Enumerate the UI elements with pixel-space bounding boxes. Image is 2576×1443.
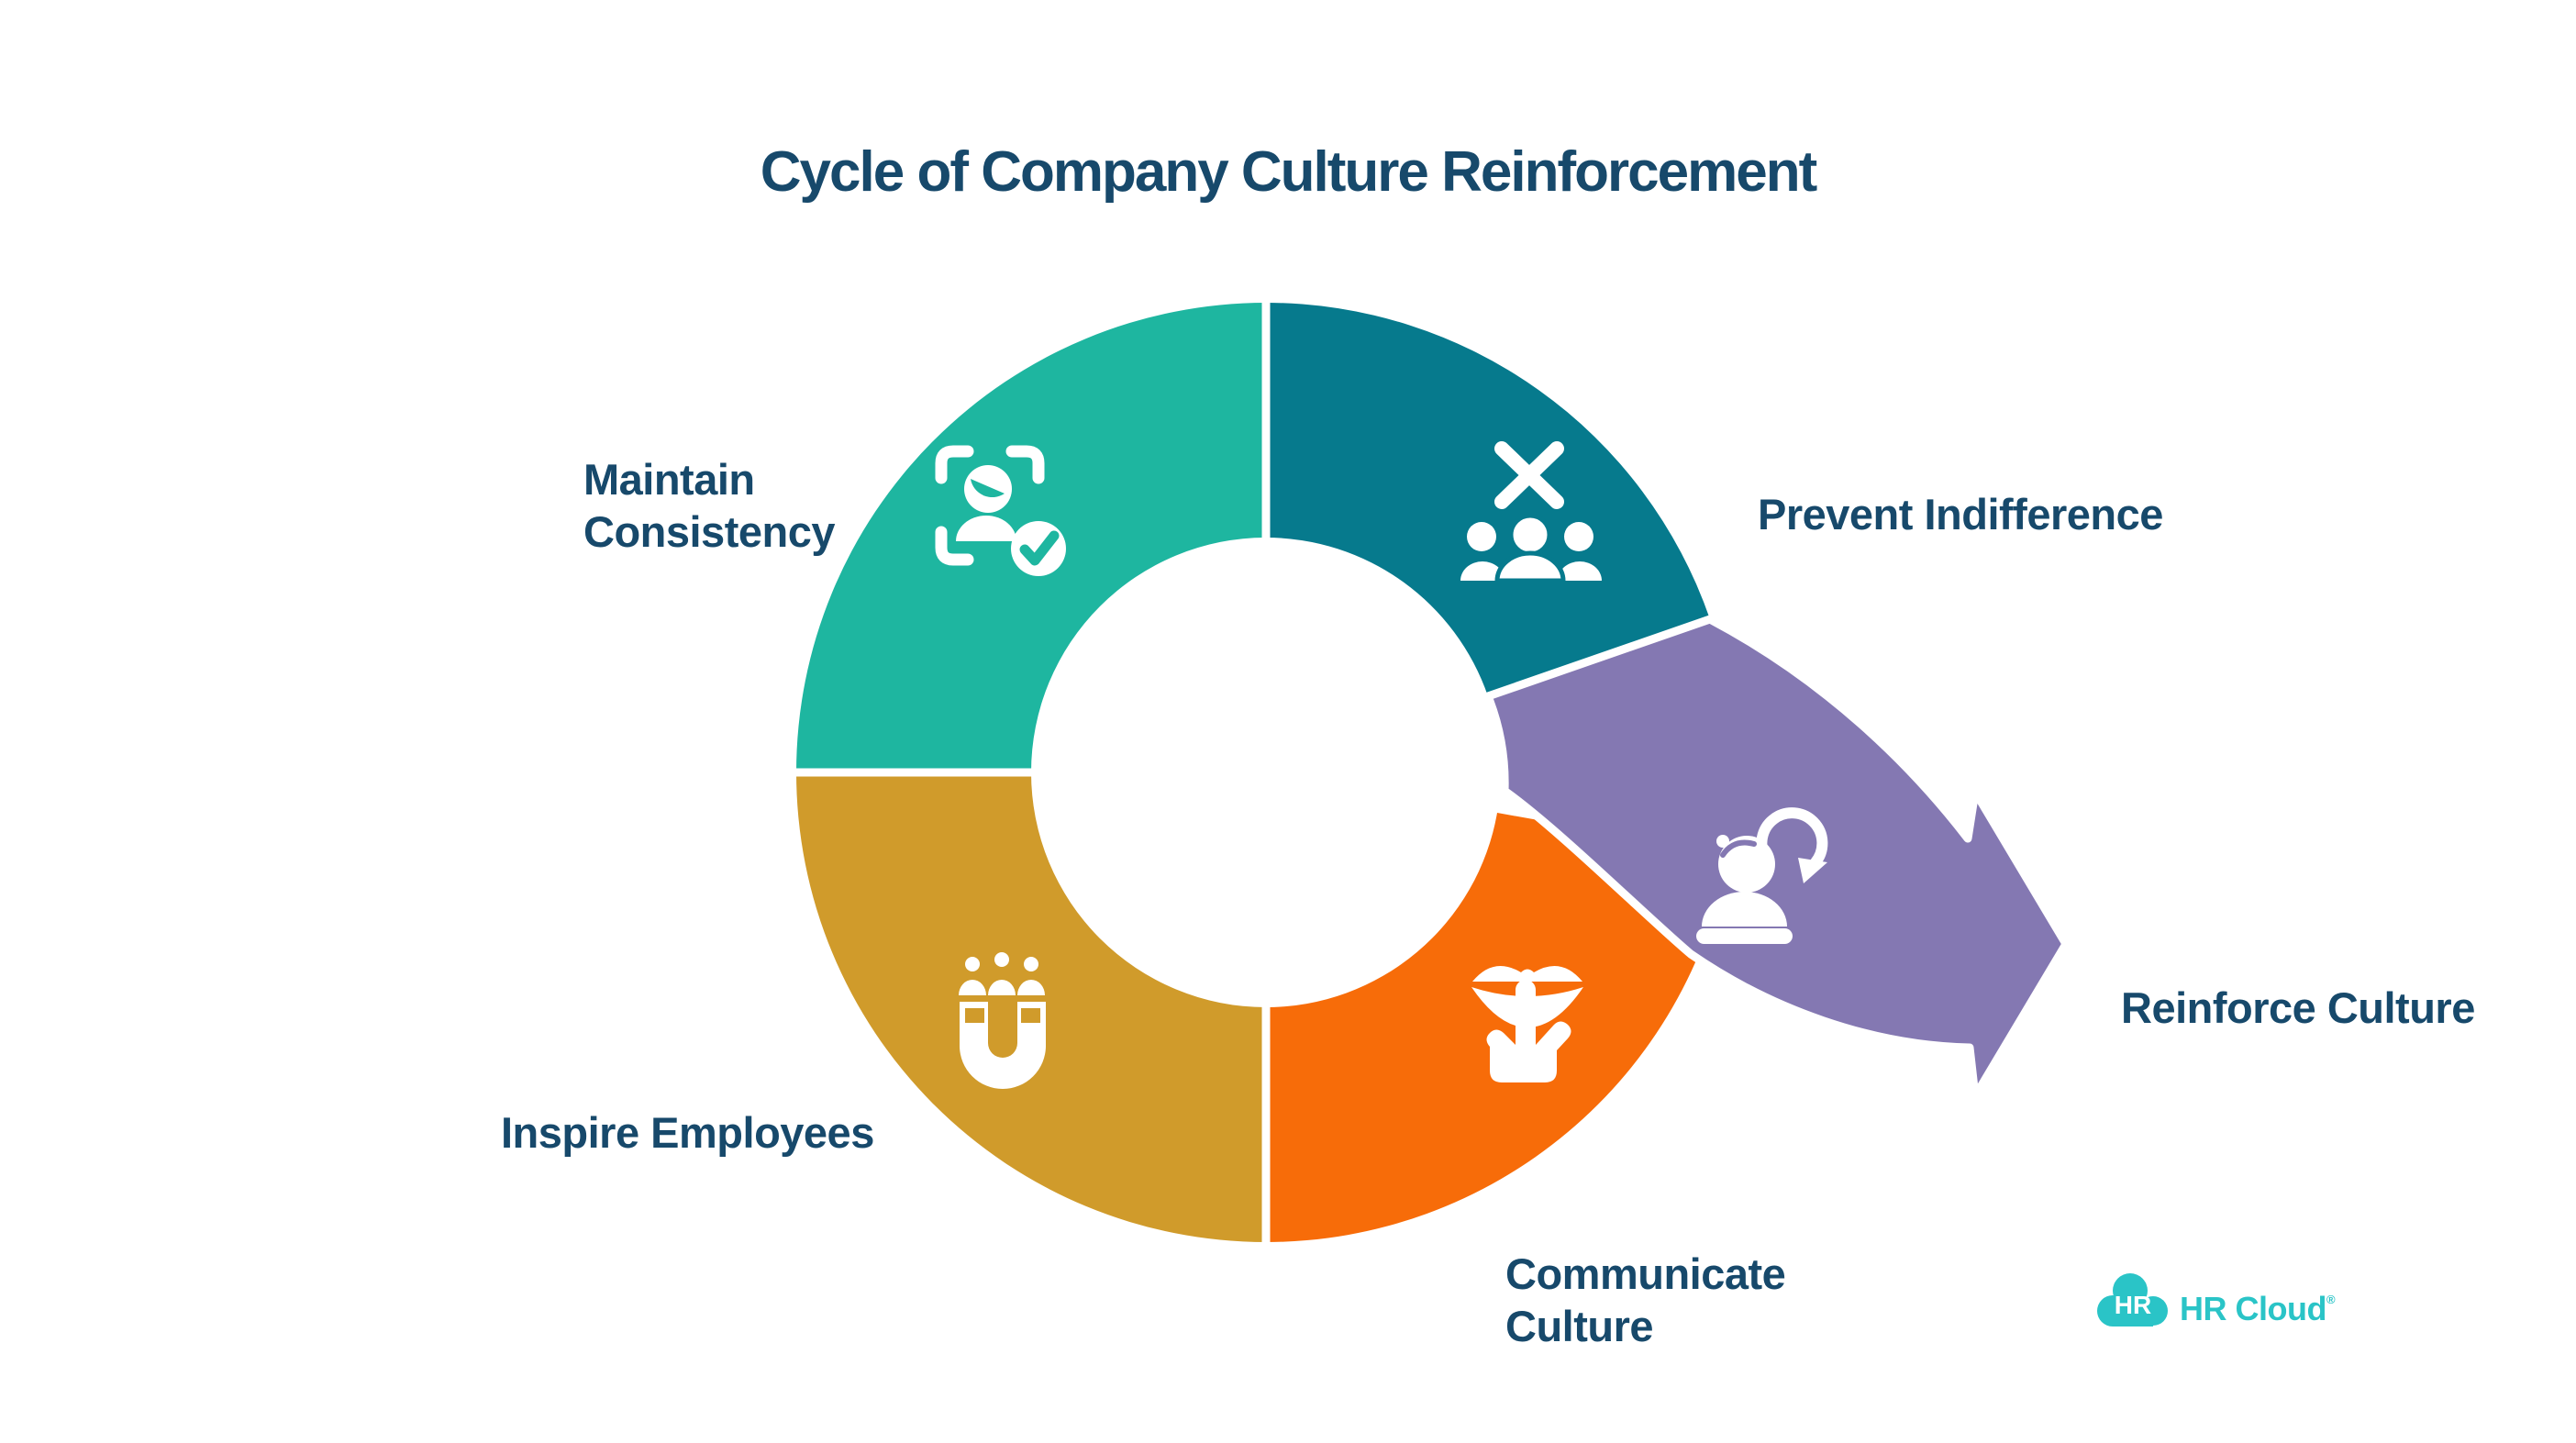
segment-communicate-culture [1266, 813, 1728, 1242]
attract-bump-2 [988, 980, 1016, 995]
logo-badge-text: HR [2115, 1291, 2151, 1319]
person-hair-line [1720, 839, 1757, 858]
label-line: Prevent Indifference [1758, 490, 2163, 538]
group-head-center [1508, 513, 1552, 557]
renew-arrowhead [1798, 858, 1827, 883]
label-line: Maintain [583, 455, 755, 504]
segment-prevent-indifference [1266, 302, 1710, 696]
person-face-slice [971, 479, 1005, 498]
registered-mark: ® [2326, 1293, 2336, 1306]
person-bun [1716, 835, 1729, 848]
reject-group-icon [1460, 441, 1602, 583]
x-mark [1494, 441, 1564, 509]
cloud-lobe-top [2113, 1273, 2148, 1308]
label-maintain-consistency: Maintain Consistency [583, 453, 835, 558]
hr-cloud-wordmark: HR Cloud® [2180, 1290, 2336, 1328]
label-communicate-culture: Communicate Culture [1505, 1248, 1786, 1352]
group-head-left [1467, 522, 1496, 551]
mouth-gesture-icon [1471, 965, 1583, 1082]
person-shoulders-2 [1701, 892, 1787, 927]
attract-bump-1 [959, 980, 986, 995]
label-line: Inspire Employees [501, 1108, 874, 1157]
person-scan-check-icon [935, 445, 1066, 576]
label-line: Culture [1505, 1302, 1654, 1350]
magnet-attract-people-icon [959, 952, 1046, 1089]
label-prevent-indifference: Prevent Indifference [1758, 488, 2163, 540]
magnet-pole-left [965, 1008, 984, 1023]
scan-frame-corners [935, 445, 1045, 566]
attract-bump-3 [1017, 980, 1045, 995]
upper-lip [1472, 965, 1582, 982]
label-inspire-employees: Inspire Employees [501, 1106, 874, 1159]
hr-cloud-name: HR Cloud [2180, 1290, 2326, 1327]
label-line: Communicate [1505, 1249, 1786, 1298]
group-head-right [1564, 522, 1593, 551]
segment-gaps [793, 299, 1271, 1246]
hand [1486, 1021, 1571, 1082]
attract-dot-3 [1024, 957, 1038, 971]
magnet-slot [988, 1002, 1017, 1058]
label-line: Consistency [583, 507, 835, 556]
person-renew-icon [1696, 807, 1828, 944]
attract-dot-2 [994, 952, 1009, 967]
group-body-left [1460, 561, 1505, 581]
magnet-pole-right [1021, 1008, 1040, 1023]
attract-dot-1 [965, 957, 980, 971]
reinforce-arrow [1483, 615, 2071, 1101]
finger [1516, 980, 1536, 1058]
group-body-right [1558, 561, 1602, 581]
person-shoulders [956, 516, 1016, 541]
person-head-2 [1718, 836, 1775, 893]
hr-cloud-logo-badge: HR [2097, 1273, 2168, 1326]
page-title: Cycle of Company Culture Reinforcement [760, 140, 1817, 204]
person-base-bar [1696, 928, 1793, 944]
group-body-center [1494, 550, 1566, 583]
check-mark [1019, 530, 1060, 566]
cloud-base [2113, 1306, 2153, 1326]
label-line: Reinforce Culture [2121, 983, 2475, 1032]
label-reinforce-culture: Reinforce Culture [2121, 982, 2475, 1034]
